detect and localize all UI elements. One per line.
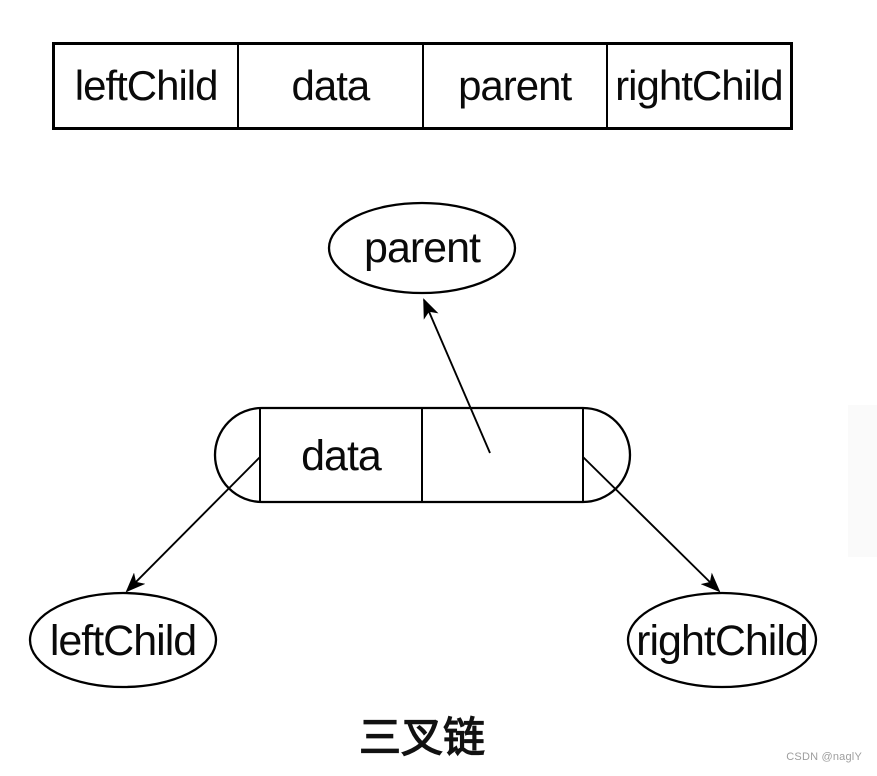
- arrow-to-leftchild: [125, 456, 261, 593]
- diagram-caption: 三叉链: [358, 714, 486, 761]
- arrow-to-parent: [423, 298, 491, 454]
- node-struct-table: leftChild data parent rightChild: [52, 42, 793, 130]
- parent-ellipse: [327, 201, 517, 295]
- arrow-to-rightchild: [582, 456, 721, 593]
- table-cell-parent: parent: [421, 45, 606, 127]
- table-cell-data: data: [237, 45, 421, 127]
- leftchild-label: leftChild: [50, 617, 196, 665]
- table-cell-leftchild: leftChild: [74, 62, 219, 109]
- csdn-watermark: CSDN @naglY: [786, 751, 862, 763]
- table-cell-rightchild: rightChild: [605, 45, 790, 127]
- data-label: data: [301, 432, 382, 480]
- leftchild-ellipse: [28, 591, 218, 689]
- parent-label: parent: [364, 224, 481, 272]
- rightchild-label: rightChild: [636, 617, 808, 665]
- faint-side-panel: [848, 405, 877, 557]
- rightchild-ellipse: [626, 591, 818, 689]
